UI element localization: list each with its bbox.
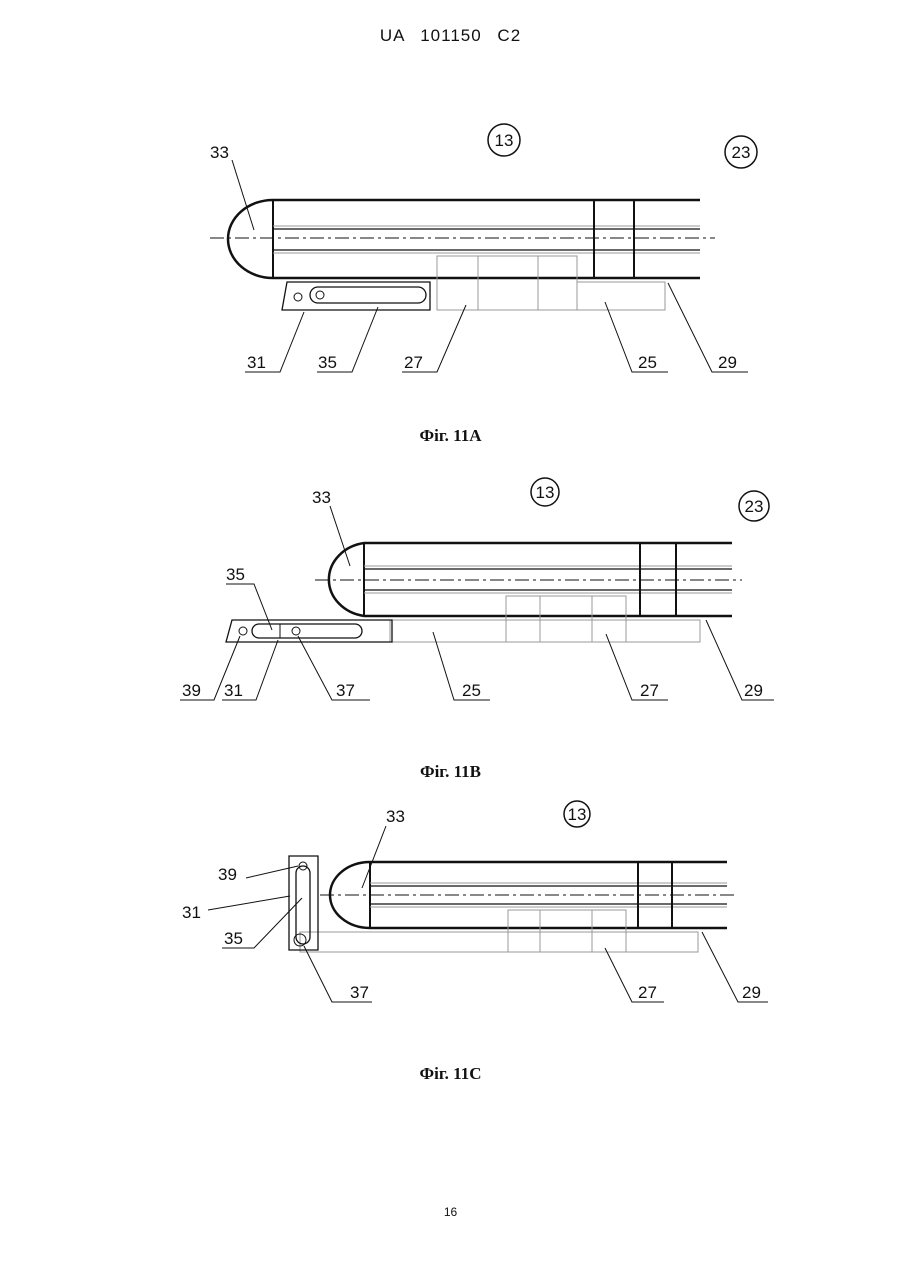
page-number: 16 [0,1205,901,1219]
figure-11b-caption: Фіг. 11В [0,762,901,782]
figure-11c-caption: Фіг. 11С [0,1064,901,1084]
callout-33: 33 [386,807,405,826]
callout-13: 13 [495,131,514,150]
callout-27: 27 [638,983,657,1002]
figure-11a-drawing: 13 23 33 31 35 27 25 29 [0,110,901,400]
callout-13: 13 [568,805,587,824]
callout-37: 37 [350,983,369,1002]
callout-13: 13 [536,483,555,502]
callout-37: 37 [336,681,355,700]
callout-25: 25 [638,353,657,372]
callout-31: 31 [224,681,243,700]
patent-header: UA 101150 C2 [0,26,901,46]
callout-35: 35 [226,565,245,584]
figure-11a-caption: Фіг. 11А [0,426,901,446]
callout-29: 29 [742,983,761,1002]
callout-31: 31 [182,903,201,922]
callout-29: 29 [744,681,763,700]
callout-35: 35 [224,929,243,948]
callout-23: 23 [732,143,751,162]
callout-27: 27 [404,353,423,372]
callout-39: 39 [182,681,201,700]
callout-23: 23 [745,497,764,516]
figure-11c-drawing: 13 33 39 31 35 37 27 29 [0,800,901,1015]
callout-39: 39 [218,865,237,884]
figure-11b-drawing: 13 23 33 35 39 31 37 25 27 29 [0,470,901,710]
callout-31: 31 [247,353,266,372]
callout-33: 33 [312,488,331,507]
callout-33: 33 [210,143,229,162]
callout-29: 29 [718,353,737,372]
callout-35: 35 [318,353,337,372]
callout-27: 27 [640,681,659,700]
callout-25: 25 [462,681,481,700]
